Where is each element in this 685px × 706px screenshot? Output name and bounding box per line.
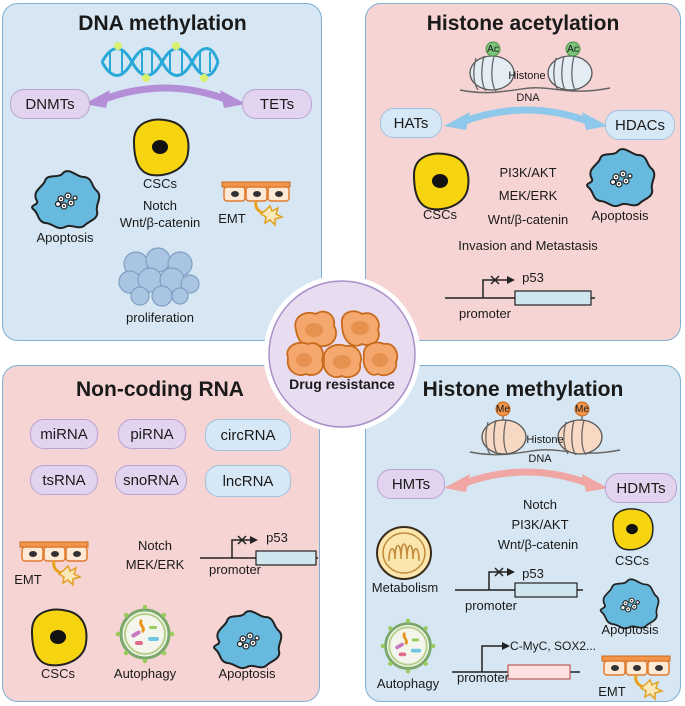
- ac-mark-left: Ac: [487, 44, 499, 55]
- hmts-hdmts-arrow: [444, 468, 608, 492]
- ncrna-emt-label: EMT: [14, 572, 42, 587]
- dna-methylation-title: DNA methylation: [78, 12, 247, 35]
- dnmts-tets-arrow: [84, 84, 246, 108]
- metabolism-label: Metabolism: [371, 580, 439, 595]
- ncrna-mek-label: MEK/ERK: [125, 557, 185, 572]
- tsrna-pill: tsRNA: [30, 465, 98, 495]
- csc-cell-icon: [413, 152, 470, 211]
- dna-notch-label: Notch: [143, 198, 177, 213]
- autophagy-icon: [114, 603, 176, 665]
- methylation-apoptosis-label: Apoptosis: [601, 622, 659, 637]
- hmts-pill: HMTs: [377, 469, 445, 499]
- methylation-promoter-2-label: promoter: [456, 670, 510, 685]
- methylation-p53-label: p53: [522, 566, 544, 581]
- methylation-cscs-label: CSCs: [615, 553, 649, 568]
- me-mark-left: Me: [496, 404, 510, 415]
- hats-pill: HATs: [380, 108, 442, 138]
- acetylation-p53-label: p53: [522, 270, 544, 285]
- methylation-autophagy-label: Autophagy: [376, 676, 440, 691]
- dna-emt-label: EMT: [218, 211, 246, 226]
- mirna-pill: miRNA: [30, 419, 98, 449]
- acetylation-mek-label: MEK/ERK: [498, 188, 558, 203]
- methylation-emt-label: EMT: [598, 684, 626, 699]
- ac-mark-right: Ac: [567, 44, 579, 55]
- cmyc-gene-diagram: [452, 642, 580, 680]
- methylation-histone-label: Histone: [526, 434, 564, 446]
- nucleosome-acetyl-icon: [459, 41, 611, 94]
- ncrna-cscs-label: CSCs: [41, 666, 75, 681]
- pirna-pill: piRNA: [118, 419, 186, 449]
- snorna-pill: snoRNA: [115, 465, 187, 495]
- ncrna-p53-label: p53: [266, 530, 288, 545]
- hats-hdacs-arrow: [444, 106, 608, 130]
- apoptosis-cell-icon: [213, 610, 283, 670]
- acetylation-pi3k-label: PI3K/AKT: [499, 165, 557, 180]
- proliferation-cells-icon: [118, 247, 200, 307]
- acetylation-wnt-label: Wnt/β-catenin: [487, 212, 569, 227]
- acetylation-promoter-label: promoter: [458, 306, 512, 321]
- dna-wnt-label: Wnt/β-catenin: [119, 215, 201, 230]
- apoptosis-cell-icon: [586, 148, 656, 208]
- hdmts-pill: HDMTs: [605, 473, 677, 503]
- drug-resistance-label: Drug resistance: [289, 376, 395, 392]
- dna-helix-icon: [100, 42, 220, 82]
- acetylation-cscs-label: CSCs: [423, 207, 457, 222]
- ncrna-autophagy-label: Autophagy: [113, 666, 177, 681]
- ncrna-notch-label: Notch: [138, 538, 172, 553]
- apoptosis-cell-icon: [31, 170, 101, 230]
- cmyc-sox2-label: C-MyC, SOX2...: [510, 639, 597, 653]
- acetylation-apoptosis-label: Apoptosis: [591, 208, 649, 223]
- csc-cell-icon: [31, 608, 88, 667]
- csc-cell-icon: [133, 118, 190, 177]
- ncrna-promoter-label: promoter: [208, 562, 262, 577]
- proliferation-label: proliferation: [126, 310, 194, 325]
- histone-acetylation-title: Histone acetylation: [426, 12, 620, 35]
- mitochondrion-icon: [376, 526, 432, 580]
- methylation-pi3k-label: PI3K/AKT: [511, 517, 569, 532]
- invasion-metastasis-label: Invasion and Metastasis: [458, 238, 598, 253]
- ncrna-apoptosis-label: Apoptosis: [218, 666, 276, 681]
- dnmts-pill: DNMTs: [10, 89, 90, 119]
- me-mark-right: Me: [575, 404, 589, 415]
- methylation-notch-label: Notch: [523, 497, 557, 512]
- lncrna-pill: lncRNA: [205, 465, 291, 497]
- tets-pill: TETs: [242, 89, 312, 119]
- drug-resistance-hub: [263, 275, 421, 433]
- methylation-dna-label: DNA: [528, 453, 552, 465]
- p53-gene-diagram: [455, 567, 583, 598]
- dna-apoptosis-label: Apoptosis: [36, 230, 94, 245]
- p53-gene-diagram: [200, 535, 318, 566]
- autophagy-icon: [379, 617, 437, 675]
- methylation-promoter-1-label: promoter: [464, 598, 518, 613]
- dna-cscs-label: CSCs: [143, 176, 177, 191]
- circrna-pill: circRNA: [205, 419, 291, 451]
- acetylation-histone-label: Histone: [508, 70, 546, 82]
- p53-gene-diagram: [445, 275, 595, 306]
- csc-cell-icon: [612, 508, 654, 551]
- acetylation-dna-label: DNA: [516, 92, 540, 104]
- noncoding-rna-title: Non-coding RNA: [76, 378, 244, 401]
- methylation-wnt-label: Wnt/β-catenin: [497, 537, 579, 552]
- hdacs-pill: HDACs: [605, 110, 675, 140]
- histone-methylation-title: Histone methylation: [422, 378, 624, 401]
- nucleosome-methyl-icon: [469, 401, 621, 456]
